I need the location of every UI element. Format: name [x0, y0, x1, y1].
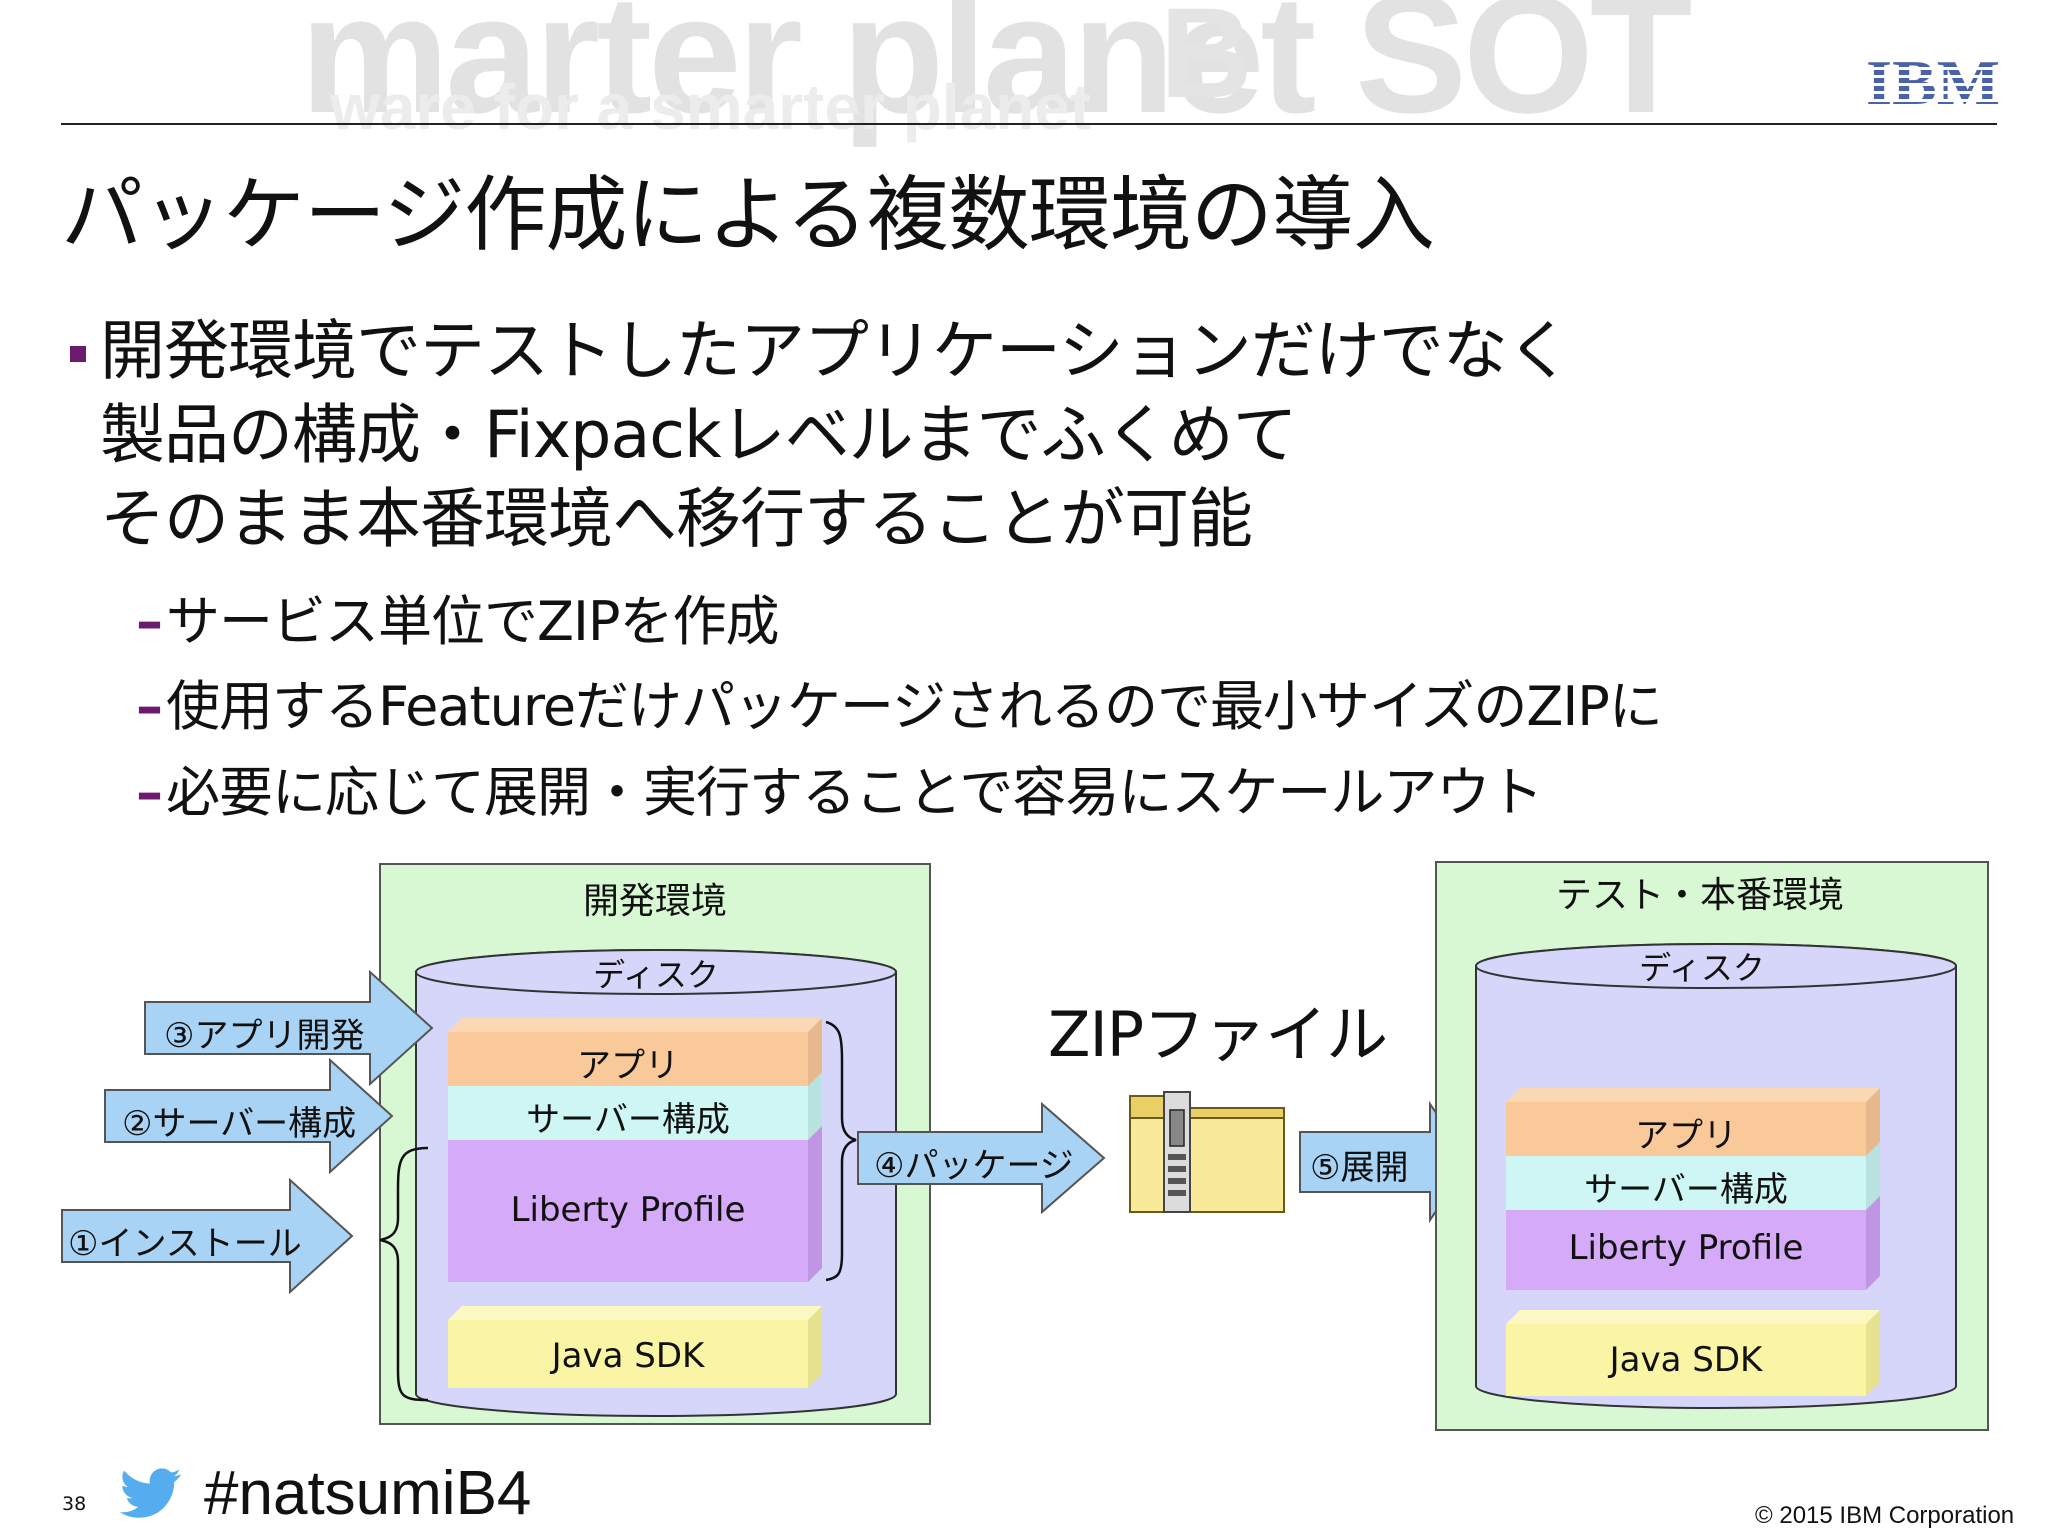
- dev-server-layer-side: [808, 1072, 822, 1140]
- prod-app-layer: [1506, 1102, 1866, 1156]
- prod-app-layer-side: [1866, 1088, 1880, 1156]
- dev-liberty-layer: [448, 1140, 808, 1282]
- prod-liberty-label: Liberty Profile: [1568, 1228, 1804, 1268]
- sub-bullet-text: サービス単位でZIPを作成: [166, 590, 779, 653]
- dev-server-layer: [448, 1086, 808, 1140]
- dev-liberty-label: Liberty Profile: [510, 1190, 746, 1230]
- prod-server-layer: [1506, 1156, 1866, 1210]
- dev-disk-top: [415, 949, 897, 995]
- prod-java-layer-top: [1506, 1310, 1880, 1324]
- dev-liberty-layer-side: [808, 1126, 822, 1282]
- sub-bullet: –必要に応じて展開・実行することで容易にスケールアウト: [136, 748, 1543, 827]
- prod-env-title: テスト・本番環境: [1555, 875, 1844, 916]
- install-arrow: [61, 1177, 354, 1295]
- right-brace: [825, 1020, 857, 1282]
- sub-bullet: –サービス単位でZIPを作成: [136, 577, 779, 656]
- bullet-line: 製品の構成・Fixpackレベルまでふくめて: [100, 398, 1298, 473]
- left-brace: [379, 1146, 429, 1402]
- header-watermark-tagline: ware for a smarter planet: [330, 71, 1092, 143]
- copyright: © 2015 IBM Corporation: [1755, 1502, 2015, 1529]
- dev-env-title: 開発環境: [582, 881, 727, 922]
- package-arrow: [857, 1101, 1106, 1215]
- page-number: 38: [62, 1493, 87, 1515]
- app-dev-step-label: ③アプリ開発: [164, 1016, 365, 1056]
- dev-disk-label: ディスク: [593, 956, 719, 994]
- install-step-label: ①インストール: [68, 1224, 302, 1264]
- dev-java-layer-side: [808, 1306, 822, 1388]
- zip-folder-icon: [1129, 1091, 1285, 1213]
- header-watermark-letter: B: [1160, 0, 1253, 125]
- prod-app-label: アプリ: [1635, 1116, 1737, 1156]
- bullet-main: 開発環境でテストしたアプリケーションだけでなく 製品の構成・Fixpackレベル…: [100, 310, 1572, 562]
- prod-server-layer-side: [1866, 1142, 1880, 1210]
- slide-title: パッケージ作成による複数環境の導入: [61, 168, 1435, 263]
- prod-disk-label: ディスク: [1639, 949, 1765, 987]
- dash-marker: –: [136, 761, 163, 824]
- prod-java-layer-side: [1866, 1310, 1880, 1396]
- prod-server-label: サーバー構成: [1584, 1170, 1788, 1210]
- prod-app-layer-top: [1506, 1088, 1880, 1102]
- dash-marker: –: [136, 590, 163, 653]
- package-step-label: ④パッケージ: [874, 1146, 1074, 1186]
- dev-app-layer-side: [808, 1018, 822, 1086]
- prod-java-label: Java SDK: [1609, 1340, 1763, 1380]
- header-divider: [61, 123, 1997, 125]
- prod-disk-top: [1475, 943, 1957, 989]
- dev-java-layer-top: [448, 1306, 822, 1320]
- app-dev-arrow: [144, 969, 434, 1087]
- prod-liberty-layer: [1506, 1210, 1866, 1290]
- dev-server-label: サーバー構成: [526, 1100, 730, 1140]
- server-config-step-label: ②サーバー構成: [122, 1104, 357, 1144]
- bullet-line: そのまま本番環境へ移行することが可能: [100, 482, 1253, 557]
- deploy-step-label: ⑤展開: [1310, 1148, 1409, 1188]
- dash-marker: –: [136, 675, 163, 738]
- dev-app-layer-top: [448, 1018, 822, 1032]
- dev-app-label: アプリ: [577, 1046, 679, 1086]
- ibm-logo: IBM: [1866, 54, 2000, 107]
- sub-bullet-text: 必要に応じて展開・実行することで容易にスケールアウト: [166, 761, 1543, 824]
- prod-liberty-layer-side: [1866, 1196, 1880, 1290]
- bullet-marker: [70, 346, 86, 362]
- dev-java-label: Java SDK: [551, 1336, 705, 1376]
- hashtag: #natsumiB4: [204, 1459, 532, 1528]
- dev-java-layer: [448, 1320, 808, 1388]
- dev-app-layer: [448, 1032, 808, 1086]
- sub-bullet: –使用するFeatureだけパッケージされるので最小サイズのZIPに: [136, 662, 1663, 741]
- prod-java-layer: [1506, 1324, 1866, 1396]
- sub-bullet-text: 使用するFeatureだけパッケージされるので最小サイズのZIPに: [166, 675, 1663, 738]
- server-config-arrow: [104, 1057, 394, 1175]
- zip-file-label: ZIPファイル: [1048, 998, 1388, 1071]
- bullet-line: 開発環境でテストしたアプリケーションだけでなく: [100, 314, 1572, 389]
- twitter-bird-icon: [120, 1468, 181, 1518]
